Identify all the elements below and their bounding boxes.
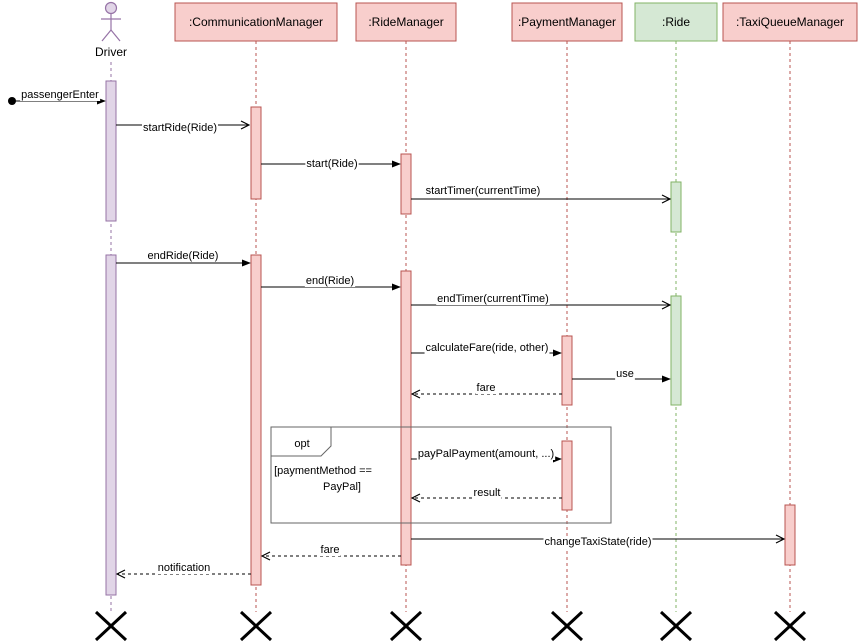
message-result-return[interactable]: result [412, 487, 562, 499]
message-label: fare [477, 382, 496, 394]
message-label: startRide(Ride) [143, 122, 217, 134]
destroy-x-icon [94, 610, 128, 642]
message-label: calculateFare(ride, other) [426, 342, 549, 354]
message-fare-return-to-comm[interactable]: fare [262, 544, 401, 556]
message-end-ride[interactable]: endRide(Ride) [116, 250, 251, 267]
message-start[interactable]: start(Ride) [261, 158, 401, 170]
activation-bar [670, 295, 682, 406]
activation-bar [250, 106, 262, 200]
participant-ride-manager[interactable]: :RideManager [355, 2, 457, 42]
activation-bar [105, 80, 117, 222]
destroy-x-icon [773, 610, 807, 642]
label-background [615, 368, 635, 380]
label-background [436, 293, 550, 305]
activation-bar [561, 335, 573, 406]
activation-bar [105, 254, 117, 596]
activation-bar [784, 504, 796, 566]
message-label: passengerEnter [21, 89, 99, 101]
actor-label: Driver [95, 45, 127, 59]
message-label: start(Ride) [306, 158, 357, 170]
label-background [319, 544, 341, 556]
label-background [472, 487, 502, 499]
participant-label: :RideManager [368, 15, 443, 29]
label-background [475, 382, 497, 394]
destroy-x-icon [659, 610, 693, 642]
messages: passengerEnter startRide(Ride) start(Rid… [8, 89, 784, 574]
label-background [305, 158, 359, 170]
participant-taxi-queue-manager[interactable]: :TaxiQueueManager [722, 2, 858, 42]
fragment-guard: [paymentMethod == [274, 465, 372, 477]
message-label: endRide(Ride) [148, 250, 219, 262]
opt-fragment[interactable]: opt [paymentMethod == PayPal] [270, 426, 612, 524]
activation-bar [400, 270, 412, 566]
message-label: changeTaxiState(ride) [544, 536, 651, 548]
label-background [142, 122, 218, 134]
label-background [146, 250, 220, 262]
label-background [424, 342, 550, 354]
fragment-guard: PayPal] [323, 481, 361, 493]
fragment-operator: opt [294, 438, 309, 450]
message-label: startTimer(currentTime) [426, 185, 541, 197]
label-background [543, 536, 653, 548]
destroy-x-icon [239, 610, 273, 642]
destruction-markers [94, 610, 807, 642]
activation-bar [670, 181, 682, 233]
label-background [304, 275, 356, 287]
message-label: result [474, 487, 501, 499]
participant-label: :TaxiQueueManager [736, 15, 844, 29]
participant-label: :PaymentManager [518, 15, 616, 29]
message-label: fare [321, 544, 340, 556]
destroy-x-icon [550, 610, 584, 642]
label-background [156, 562, 212, 574]
activation-bar [250, 254, 262, 586]
message-label: notification [158, 562, 211, 574]
activation-bar [561, 440, 573, 511]
destroy-x-icon [389, 610, 423, 642]
message-end-timer[interactable]: endTimer(currentTime) [411, 293, 670, 305]
message-label: end(Ride) [306, 275, 354, 287]
participant-label: :CommunicationManager [189, 15, 323, 29]
participant-label: :Ride [662, 15, 690, 29]
message-label: use [616, 368, 634, 380]
actor-driver[interactable]: Driver [95, 1, 127, 60]
stick-figure-icon [101, 1, 121, 42]
activations [105, 80, 796, 596]
label-background [416, 448, 556, 460]
message-label: endTimer(currentTime) [437, 293, 549, 305]
message-label: payPalPayment(amount, ...) [418, 448, 554, 460]
label-background [424, 185, 542, 197]
message-change-taxi-state[interactable]: changeTaxiState(ride) [411, 536, 784, 548]
message-start-ride[interactable]: startRide(Ride) [116, 122, 249, 134]
participant-communication-manager[interactable]: :CommunicationManager [174, 2, 338, 42]
label-background [20, 89, 101, 101]
participant-ride[interactable]: :Ride [634, 2, 718, 42]
message-passenger-enter[interactable]: passengerEnter [8, 89, 106, 105]
fragment-operator-tab [270, 426, 332, 457]
message-use[interactable]: use [572, 368, 671, 383]
message-paypal-payment[interactable]: payPalPayment(amount, ...) [411, 448, 562, 463]
message-notification-return[interactable]: notification [117, 562, 251, 574]
message-fare-return[interactable]: fare [412, 382, 562, 394]
message-start-timer[interactable]: startTimer(currentTime) [411, 185, 670, 199]
activation-bar [400, 153, 412, 215]
message-end[interactable]: end(Ride) [261, 275, 401, 291]
participant-payment-manager[interactable]: :PaymentManager [511, 2, 623, 42]
message-calculate-fare[interactable]: calculateFare(ride, other) [411, 342, 562, 357]
